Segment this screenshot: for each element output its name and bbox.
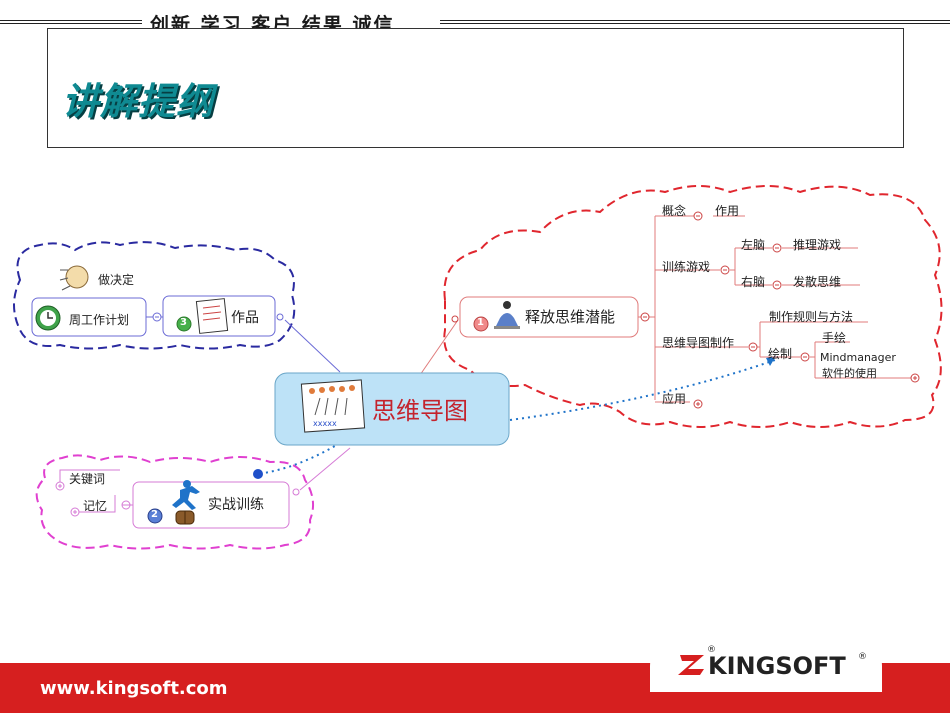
node-role[interactable]: 作用: [715, 204, 740, 218]
node-weekly-plan[interactable]: 周工作计划: [69, 313, 130, 327]
barrel-icon-shape: [175, 510, 195, 525]
central-topic[interactable]: 思维导图: [372, 397, 468, 425]
node-divergent[interactable]: 发散思维: [793, 275, 842, 289]
logo-registered-mark: ®: [858, 652, 867, 662]
node-making[interactable]: 思维导图制作: [662, 336, 735, 350]
branch-lower-left-label[interactable]: 实战训练: [208, 497, 264, 513]
branch-upper-left-label[interactable]: 作品: [231, 310, 259, 326]
chart-sketch-icon-shape: xxxxx: [300, 379, 366, 433]
motto-rule-right: [440, 20, 950, 24]
node-software-use[interactable]: 软件的使用: [822, 367, 877, 380]
node-reasoning[interactable]: 推理游戏: [793, 238, 842, 252]
motto-rule-left: [0, 20, 142, 24]
blue-cloud-outline: [13, 241, 296, 350]
branch-lower-left-badge: 2: [151, 509, 158, 520]
document-icon-shape: [195, 298, 229, 334]
node-rules[interactable]: 制作规则与方法: [769, 310, 854, 324]
node-decide[interactable]: 做决定: [98, 273, 135, 287]
dotted-link-arrow: [766, 356, 776, 366]
pink-cloud-outline: [35, 454, 315, 550]
collapse-dot: [451, 315, 459, 323]
red-cloud-outline: [443, 185, 943, 428]
meditation-icon-shape: [494, 301, 520, 329]
node-keywords[interactable]: 关键词: [69, 472, 106, 486]
dotted-link-right: [509, 359, 776, 421]
branch-right-badge: 1: [477, 317, 484, 328]
collapse-minus-marks: [643, 215, 807, 358]
node-software-name[interactable]: Mindmanager: [820, 351, 896, 364]
head-icon-shape: [59, 265, 89, 291]
kingsoft-logo: KINGSOFT: [708, 652, 846, 680]
dotted-link-left: [257, 439, 346, 475]
node-hand[interactable]: 手绘: [822, 331, 847, 345]
node-training[interactable]: 训练游戏: [662, 260, 711, 274]
connector-central-right: [419, 319, 459, 376]
dotted-link-end: [253, 469, 263, 479]
node-apply[interactable]: 应用: [662, 392, 687, 406]
node-concept[interactable]: 概念: [662, 204, 687, 218]
branch-right-label[interactable]: 释放思维潜能: [525, 308, 616, 326]
kingsoft-swoosh-icon: [678, 655, 704, 675]
node-left-brain[interactable]: 左脑: [741, 238, 766, 252]
expand-plus-marks: [696, 376, 917, 406]
title-box: 讲解提纲: [47, 28, 904, 148]
branch-upper-left-badge: 3: [180, 317, 187, 328]
node-memory[interactable]: 记忆: [83, 499, 108, 513]
logo-registered-mark-small: ®: [707, 645, 716, 655]
svg-text:xxxxx: xxxxx: [313, 419, 337, 428]
connector-central-lower-left: [299, 447, 351, 491]
slide-title: 讲解提纲: [62, 80, 214, 123]
footer-url[interactable]: www.kingsoft.com: [40, 678, 228, 699]
connector-central-upper-left: [284, 319, 341, 373]
runner-icon-shape: [172, 480, 200, 510]
branch-right-badge-circle: [473, 316, 489, 332]
node-draw[interactable]: 绘制: [768, 347, 793, 361]
node-right-brain[interactable]: 右脑: [741, 275, 766, 289]
